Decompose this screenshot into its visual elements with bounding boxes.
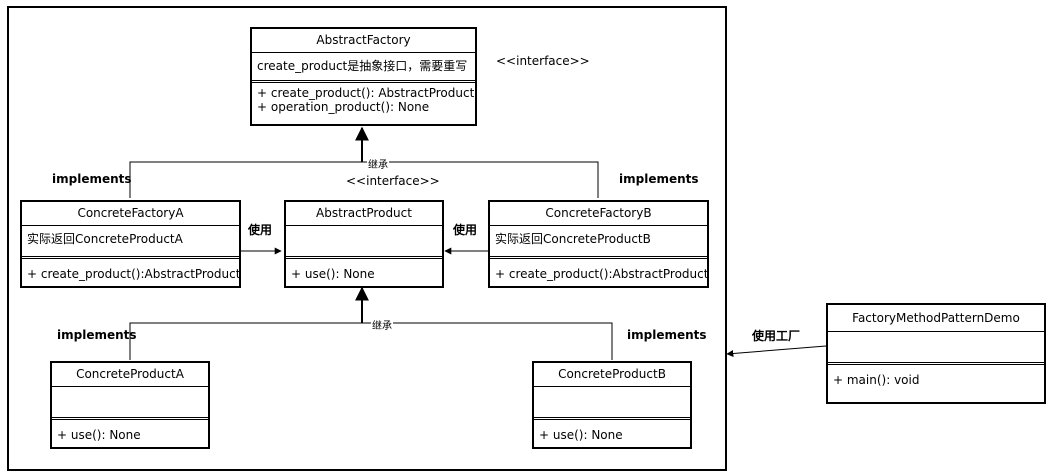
- concrete-product-a-name: ConcreteProductA: [52, 363, 208, 387]
- pattern-frame: [7, 6, 727, 471]
- abstract-factory-attribute: create_product是抽象接口，需要重写: [252, 53, 475, 83]
- abstract-product-op: + use(): None: [291, 267, 375, 281]
- implements-label: implements: [627, 328, 707, 342]
- inherit-label: 继承: [371, 317, 393, 332]
- factory-inherit-line: [129, 161, 599, 198]
- concrete-product-a-class[interactable]: ConcreteProductA + use(): None: [50, 361, 210, 449]
- concrete-product-b-op: + use(): None: [539, 428, 623, 442]
- concrete-factory-a-class[interactable]: ConcreteFactoryA 实际返回ConcreteProductA + …: [20, 200, 241, 288]
- use-label: 使用: [453, 223, 478, 237]
- concrete-factory-b-op: + create_product():AbstractProduct: [495, 267, 709, 281]
- concrete-factory-a-op: + create_product():AbstractProduct: [27, 267, 241, 281]
- concrete-product-b-operations: + use(): None: [534, 420, 690, 445]
- abstract-factory-class[interactable]: AbstractFactory create_product是抽象接口，需要重写…: [250, 27, 477, 126]
- abstract-factory-op: + operation_product(): None: [257, 100, 430, 114]
- use-factory-arrow: [726, 345, 827, 357]
- concrete-product-a-op: + use(): None: [57, 428, 141, 442]
- demo-op: + main(): void: [833, 373, 920, 387]
- abstract-factory-stereotype: <<interface>>: [496, 54, 590, 68]
- concrete-factory-a-name: ConcreteFactoryA: [22, 202, 239, 226]
- demo-operations: + main(): void: [828, 365, 1044, 390]
- concrete-factory-b-class[interactable]: ConcreteFactoryB 实际返回ConcreteProductB + …: [488, 200, 709, 288]
- concrete-product-b-attribute: [534, 387, 690, 420]
- concrete-factory-b-name: ConcreteFactoryB: [490, 202, 707, 226]
- concrete-product-b-name: ConcreteProductB: [534, 363, 690, 387]
- inherit-label: 继承: [367, 156, 389, 171]
- use-label: 使用: [248, 223, 273, 237]
- demo-attribute: [828, 332, 1044, 365]
- abstract-factory-operations: + create_product(): AbstractProduct + op…: [252, 83, 475, 117]
- abstract-product-attribute: [286, 226, 442, 259]
- abstract-product-name: AbstractProduct: [286, 202, 442, 226]
- abstract-product-stereotype: <<interface>>: [346, 174, 440, 188]
- implements-label: implements: [52, 172, 132, 186]
- abstract-factory-op: + create_product(): AbstractProduct: [257, 86, 475, 100]
- use-factory-label: 使用工厂: [752, 329, 801, 343]
- abstract-factory-name: AbstractFactory: [252, 29, 475, 53]
- concrete-product-a-operations: + use(): None: [52, 420, 208, 445]
- abstract-product-class[interactable]: AbstractProduct + use(): None: [284, 200, 444, 288]
- implements-label: implements: [619, 172, 699, 186]
- concrete-factory-a-attribute: 实际返回ConcreteProductA: [22, 226, 239, 259]
- concrete-factory-a-operations: + create_product():AbstractProduct: [22, 259, 241, 284]
- concrete-product-b-class[interactable]: ConcreteProductB + use(): None: [532, 361, 692, 449]
- demo-name: FactoryMethodPatternDemo: [828, 305, 1044, 332]
- demo-class[interactable]: FactoryMethodPatternDemo + main(): void: [826, 303, 1046, 404]
- concrete-factory-b-operations: + create_product():AbstractProduct: [490, 259, 709, 284]
- abstract-product-operations: + use(): None: [286, 259, 442, 284]
- concrete-product-a-attribute: [52, 387, 208, 420]
- implements-label: implements: [57, 328, 137, 342]
- concrete-factory-b-attribute: 实际返回ConcreteProductB: [490, 226, 707, 259]
